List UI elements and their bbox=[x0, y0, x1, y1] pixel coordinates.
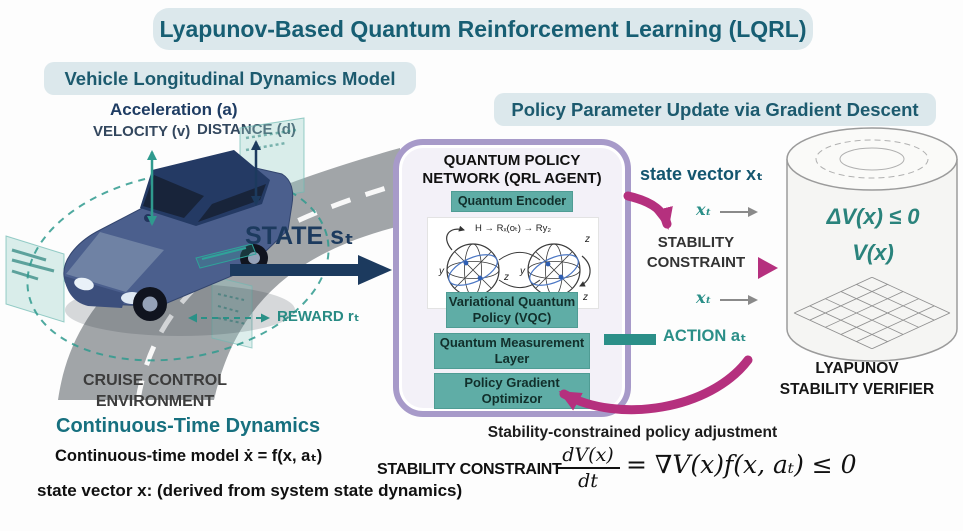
state-vector-note: state vector x: (derived from system sta… bbox=[37, 481, 463, 500]
equation-fraction: dV(x) dt bbox=[556, 444, 620, 492]
environment-label-line1: CRUISE CONTROL bbox=[83, 372, 227, 389]
stability-pointer-icon bbox=[758, 257, 778, 279]
lyapunov-function: V(x) bbox=[852, 240, 894, 265]
measurement-layer-box: Quantum Measurement Layer bbox=[434, 333, 590, 369]
road-centerline bbox=[135, 181, 400, 400]
fraction-numerator: dV(x) bbox=[562, 444, 614, 466]
sensor-orbit-ellipse bbox=[26, 170, 330, 362]
acceleration-label: Acceleration (a) bbox=[110, 100, 238, 119]
xt-input-bottom: xₜ bbox=[696, 288, 712, 307]
vehicle-model-header-text: Vehicle Longitudinal Dynamics Model bbox=[64, 67, 396, 89]
diagram-title: Lyapunov-Based Quantum Reinforcement Lea… bbox=[153, 8, 813, 50]
lyapunov-cylinder bbox=[786, 127, 958, 362]
fraction-denominator: dt bbox=[578, 470, 598, 492]
vqc-line1: Variational Quantum bbox=[448, 294, 576, 310]
vqc-box: Variational Quantum Policy (VQC) bbox=[446, 292, 578, 328]
optimizer-line2: Optimizor bbox=[481, 391, 543, 406]
lyapunov-condition: ΔV(x) ≤ 0 bbox=[826, 204, 920, 229]
qpn-title: QUANTUM POLICY NETWORK (QRL AGENT) bbox=[399, 152, 625, 188]
diagram-title-text: Lyapunov-Based Quantum Reinforcement Lea… bbox=[159, 15, 807, 42]
policy-update-header-text: Policy Parameter Update via Gradient Des… bbox=[511, 98, 919, 120]
optimizer-line1: Policy Gradient bbox=[464, 375, 560, 391]
lyapunov-mesh bbox=[793, 276, 951, 350]
fraction-bar bbox=[556, 467, 620, 469]
quantum-encoder-label: Quantum Encoder bbox=[457, 194, 567, 208]
qpn-title-line2: NETWORK (QRL AGENT) bbox=[422, 170, 602, 187]
action-connector-bar bbox=[604, 334, 656, 345]
encoder-formula: H → Rₓ(oₜ) → Ry₂ bbox=[475, 223, 551, 234]
vqc-line2: Policy (VQC) bbox=[472, 310, 552, 325]
verifier-label-line1: LYAPUNOV bbox=[815, 360, 899, 377]
xt-input-top: xₜ bbox=[696, 200, 712, 219]
reward-label: REWARD rₜ bbox=[277, 308, 360, 325]
state-label: STATE sₜ bbox=[245, 222, 354, 250]
policy-gradient-optimizer-box: Policy Gradient Optimizor bbox=[434, 373, 590, 409]
hud-panel-left bbox=[5, 235, 65, 323]
qpn-title-line1: QUANTUM POLICY bbox=[443, 152, 581, 169]
vehicle-model-header: Vehicle Longitudinal Dynamics Model bbox=[44, 62, 416, 95]
measurement-line2: Layer bbox=[494, 351, 530, 366]
quantum-encoder-chip: Quantum Encoder bbox=[451, 191, 573, 212]
dynamics-header: Continuous-Time Dynamics bbox=[56, 415, 321, 437]
action-label: ACTION aₜ bbox=[663, 327, 747, 345]
stability-constraint-line1: STABILITY bbox=[657, 234, 735, 251]
measurement-line1: Quantum Measurement bbox=[439, 335, 585, 351]
axis-z2b: z bbox=[582, 292, 588, 303]
policy-update-header: Policy Parameter Update via Gradient Des… bbox=[494, 93, 936, 126]
state-vector-label: state vector xₜ bbox=[640, 164, 764, 184]
axis-z1: z bbox=[503, 272, 509, 283]
axis-y1: y bbox=[438, 266, 445, 277]
quantum-policy-network-box: QUANTUM POLICY NETWORK (QRL AGENT) Quant… bbox=[393, 139, 631, 417]
equation-label: STABILITY CONSTRAINT bbox=[377, 461, 562, 478]
axis-y2: y bbox=[519, 266, 526, 277]
model-equation: Continuous-time model ẋ = f(x, aₜ) bbox=[55, 447, 323, 465]
verifier-label-line2: STABILITY VERIFIER bbox=[779, 381, 935, 398]
environment-label-line2: ENVIRONMENT bbox=[95, 393, 215, 410]
axis-z2: z bbox=[584, 234, 590, 245]
cruise-control-scene bbox=[5, 117, 400, 400]
adjustment-label: Stability-constrained policy adjustment bbox=[487, 424, 778, 441]
velocity-label: VELOCITY (v) bbox=[93, 123, 191, 140]
equation-rhs: = ∇V(x)f(x, aₜ) ≤ 0 bbox=[626, 450, 857, 479]
stability-constraint-line2: CONSTRAINT bbox=[646, 254, 746, 271]
gradient-arrow-top bbox=[623, 191, 673, 230]
